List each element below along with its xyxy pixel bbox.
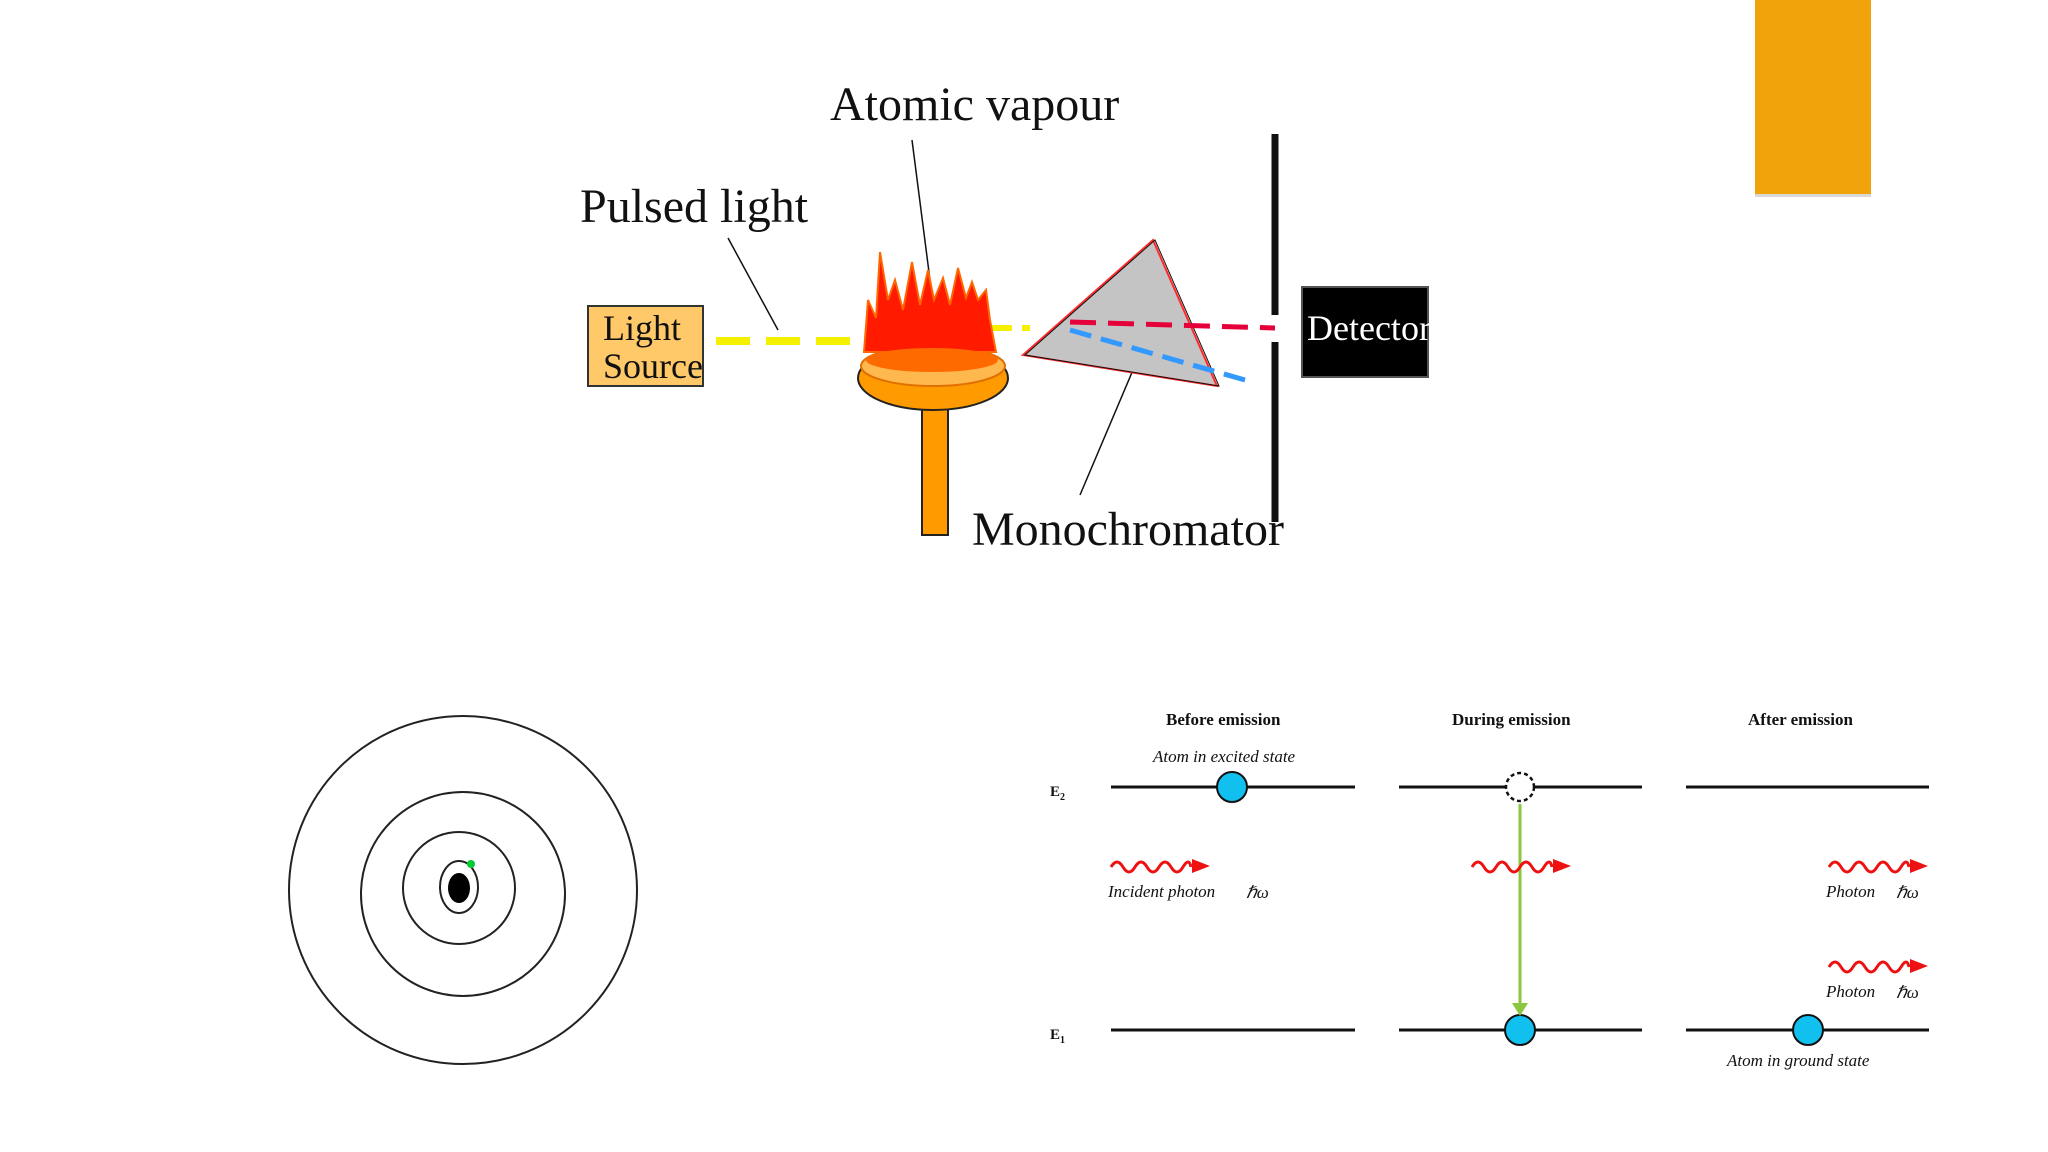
after-emission-header: After emission [1748, 710, 1854, 729]
photon-1-energy: ℏω [1896, 883, 1919, 902]
nucleus [448, 873, 470, 903]
photon-1-label: Photon [1825, 882, 1875, 901]
flame-icon [862, 251, 998, 353]
nucleus-ring [439, 860, 479, 914]
svg-text:E1: E1 [1050, 1027, 1065, 1046]
electron [467, 860, 475, 868]
during-emission-header: During emission [1452, 710, 1571, 729]
detector-label: Detector [1307, 308, 1431, 348]
atom-ground-after [1792, 1014, 1824, 1046]
bohr-atom-diagram [288, 715, 638, 1065]
detector-box: Detector [1301, 286, 1431, 378]
incident-photon-label: Incident photon [1107, 882, 1215, 901]
atom-excited-label: Atom in excited state [1152, 747, 1296, 766]
before-emission-header: Before emission [1166, 710, 1281, 729]
prism-edge [1023, 239, 1220, 387]
level-e2-label: E2 [1050, 784, 1065, 803]
monochromator-label: Monochromator [972, 503, 1284, 556]
photon-2-energy: ℏω [1896, 983, 1919, 1002]
transition-arrow-head [1512, 1003, 1528, 1016]
atom-ground-during [1504, 1014, 1536, 1046]
during-photon-icon [1470, 859, 1571, 874]
orbit-outer [288, 715, 638, 1065]
burner-stand [921, 394, 949, 536]
incident-photon-energy: ℏω [1246, 883, 1269, 902]
atom-excited [1216, 771, 1248, 803]
emission-diagram: Before emission During emission After em… [1050, 710, 1929, 1070]
light-source-line1: Light [603, 308, 681, 348]
pulsed-light-pointer [727, 237, 779, 331]
atomic-vapour-label: Atomic vapour [830, 78, 1119, 131]
accent-bar-shadow [1755, 194, 1871, 197]
accent-bar [1755, 0, 1871, 194]
atom-ground-label: Atom in ground state [1726, 1051, 1870, 1070]
flame-base [866, 348, 998, 372]
incident-photon-icon [1109, 859, 1210, 874]
emitted-photon-1-icon [1827, 859, 1928, 874]
atomic-vapour-pointer [911, 139, 931, 281]
orbit-middle [360, 791, 566, 997]
atom-vacated [1504, 771, 1536, 803]
orbit-inner [402, 831, 516, 945]
light-source-line2: Source [603, 346, 703, 386]
svg-text:E2: E2 [1050, 784, 1065, 803]
monochromator-pointer [1079, 369, 1134, 496]
red-beam [1069, 319, 1276, 331]
spectrometer-diagram: Atomic vapour Pulsed light Monochromator… [580, 78, 1431, 556]
level-e1-label: E1 [1050, 1027, 1065, 1046]
photon-2-label: Photon [1825, 982, 1875, 1001]
prism-icon [1020, 238, 1219, 388]
light-source-box: Light Source [587, 305, 704, 387]
pulsed-light-label: Pulsed light [580, 180, 809, 233]
emitted-photon-2-icon [1827, 959, 1928, 974]
